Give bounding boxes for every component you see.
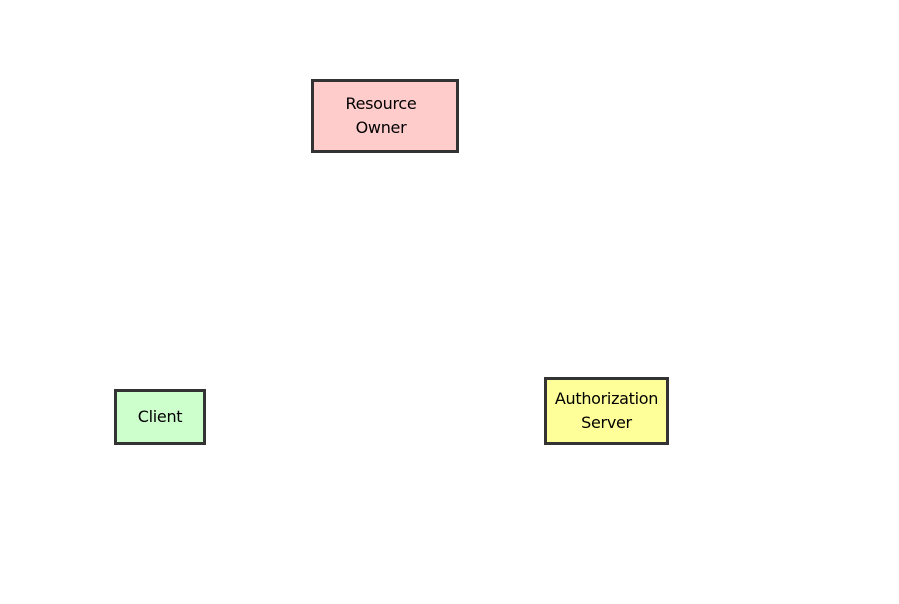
resource-owner-label-line1: Resource <box>345 94 417 113</box>
client-label: Client <box>137 407 183 426</box>
resource-owner-label: Resource Owner <box>346 92 417 140</box>
resource-owner-node: Resource Owner <box>311 79 459 153</box>
authorization-server-label-line2: Server <box>581 413 632 432</box>
resource-owner-label-line2: Owner <box>355 118 407 137</box>
client-node: Client <box>114 389 206 445</box>
authorization-server-label: Authorization Server <box>554 387 659 435</box>
authorization-server-label-line1: Authorization <box>554 389 659 408</box>
authorization-server-node: Authorization Server <box>544 377 669 445</box>
